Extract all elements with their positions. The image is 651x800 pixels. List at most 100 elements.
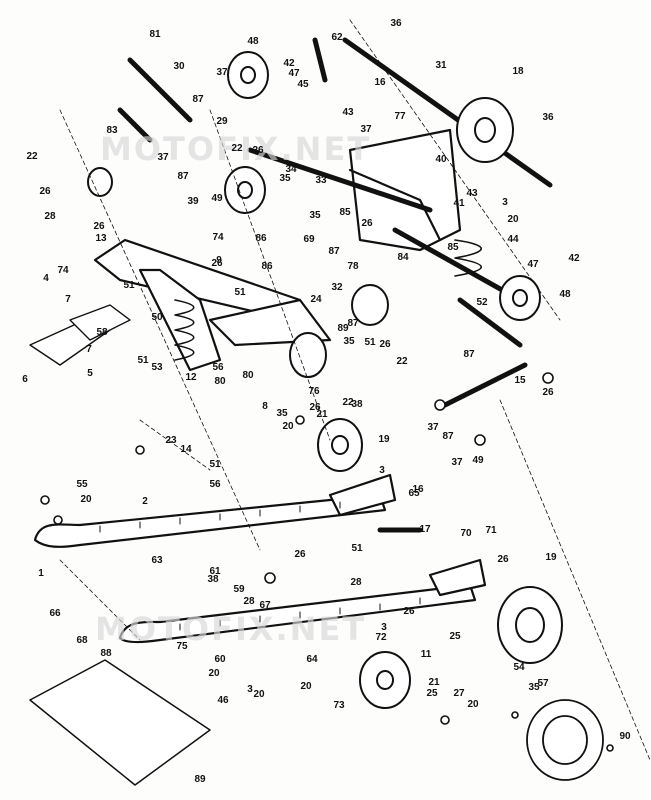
callout-87: 87 (192, 94, 204, 105)
callout-22: 22 (396, 356, 408, 367)
callout-58: 58 (96, 327, 108, 338)
callout-73: 73 (333, 700, 345, 711)
callout-28: 28 (350, 577, 362, 588)
callout-1: 1 (38, 568, 44, 579)
callout-89: 89 (194, 774, 206, 785)
callout-21: 21 (428, 677, 440, 688)
callout-26: 26 (361, 218, 373, 229)
watermark-bottom: MOTOFIX.NET (95, 610, 367, 648)
callout-39: 39 (187, 196, 199, 207)
callout-28: 28 (44, 211, 56, 222)
sprocket-retainer (526, 699, 604, 781)
callout-19: 19 (545, 552, 557, 563)
callout-47: 47 (288, 68, 300, 79)
callout-38: 38 (207, 574, 219, 585)
stud-mat (29, 659, 211, 786)
callout-6: 6 (22, 374, 28, 385)
callout-26: 26 (542, 387, 554, 398)
callout-2: 2 (142, 496, 148, 507)
callout-86: 86 (261, 261, 273, 272)
callout-63: 63 (151, 555, 163, 566)
callout-26: 26 (252, 145, 264, 156)
callout-71: 71 (485, 525, 497, 536)
callout-51: 51 (364, 337, 376, 348)
callout-80: 80 (242, 370, 254, 381)
callout-20: 20 (80, 494, 92, 505)
callout-37: 37 (451, 457, 463, 468)
callout-65: 65 (408, 488, 420, 499)
assembly-lines (59, 19, 651, 761)
callout-8: 8 (262, 401, 268, 412)
callout-20: 20 (282, 421, 294, 432)
callout-51: 51 (234, 287, 246, 298)
callout-83: 83 (106, 125, 118, 136)
callout-11: 11 (420, 649, 432, 660)
callout-9: 9 (216, 255, 222, 266)
callout-16: 16 (412, 484, 424, 495)
callout-35: 35 (343, 336, 355, 347)
callout-88: 88 (100, 648, 112, 659)
callout-55: 55 (76, 479, 88, 490)
callout-75: 75 (176, 641, 188, 652)
callout-17: 17 (419, 524, 431, 535)
callout-35: 35 (528, 682, 540, 693)
shock-spring (174, 299, 195, 361)
callout-27: 27 (453, 688, 465, 699)
callout-74: 74 (57, 265, 69, 276)
shafts (117, 37, 553, 533)
callout-19: 19 (378, 434, 390, 445)
callout-3: 3 (381, 622, 387, 633)
callout-20: 20 (208, 668, 220, 679)
callout-13: 13 (95, 233, 107, 244)
callout-3: 3 (502, 197, 508, 208)
callout-85: 85 (447, 242, 459, 253)
watermark-top: MOTOFIX.NET (100, 130, 372, 168)
callout-87: 87 (347, 318, 359, 329)
callout-3: 3 (379, 465, 385, 476)
callout-50: 50 (151, 312, 163, 323)
callout-42: 42 (568, 253, 580, 264)
callout-4: 4 (43, 273, 49, 284)
callout-56: 56 (212, 362, 224, 373)
callout-3: 3 (247, 684, 253, 695)
callout-46: 46 (217, 695, 229, 706)
callout-68: 68 (76, 635, 88, 646)
callout-66: 66 (49, 608, 61, 619)
callout-56: 56 (209, 479, 221, 490)
bumper-plates (29, 304, 131, 366)
callout-5: 5 (87, 368, 93, 379)
callout-87: 87 (442, 431, 454, 442)
callout-49: 49 (211, 193, 223, 204)
callout-60: 60 (214, 654, 226, 665)
callout-22: 22 (342, 397, 354, 408)
callout-28: 28 (243, 596, 255, 607)
rail-clip-ticks (99, 501, 421, 631)
callout-62: 62 (331, 32, 343, 43)
callout-37: 37 (427, 422, 439, 433)
callout-54: 54 (513, 662, 525, 673)
callout-26: 26 (403, 606, 415, 617)
callout-24: 24 (310, 294, 322, 305)
callout-35: 35 (279, 173, 291, 184)
callout-57: 57 (537, 678, 549, 689)
callout-87: 87 (177, 171, 189, 182)
callout-12: 12 (185, 372, 197, 383)
callout-70: 70 (460, 528, 472, 539)
callout-87: 87 (463, 349, 475, 360)
callout-51: 51 (351, 543, 363, 554)
callout-29: 29 (216, 116, 228, 127)
callout-47: 47 (527, 259, 539, 270)
callout-26: 26 (379, 339, 391, 350)
callout-22: 22 (231, 143, 243, 154)
callout-52: 52 (476, 297, 488, 308)
callout-80: 80 (214, 376, 226, 387)
callout-22: 22 (26, 151, 38, 162)
callout-36: 36 (542, 112, 554, 123)
rear-spring (454, 239, 482, 277)
callout-48: 48 (559, 289, 571, 300)
callout-51: 51 (209, 459, 221, 470)
callout-49: 49 (472, 455, 484, 466)
callout-64: 64 (306, 654, 318, 665)
callout-23: 23 (165, 435, 177, 446)
callout-7: 7 (86, 344, 92, 355)
